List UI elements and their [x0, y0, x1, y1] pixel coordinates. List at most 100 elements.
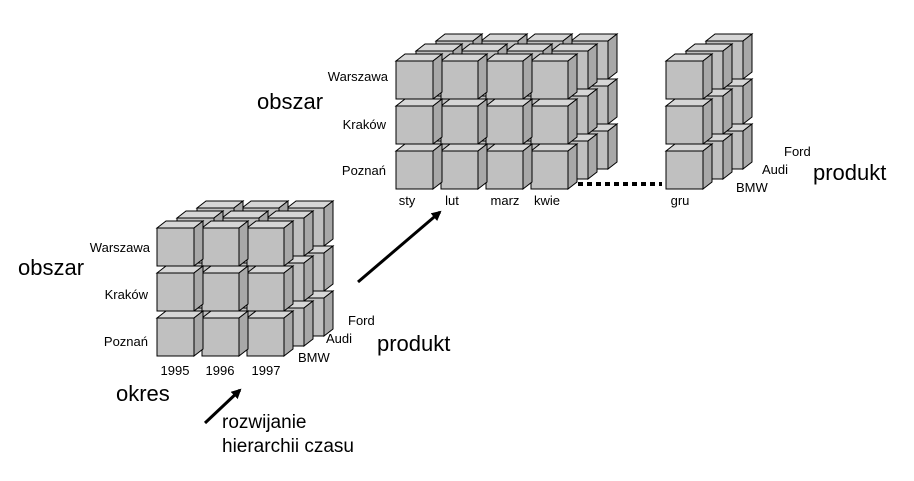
- drilldown-caption-line2: hierarchii czasu: [222, 436, 354, 457]
- cube-side: [323, 289, 334, 338]
- small-product-audi: Audi: [326, 331, 352, 346]
- cube-face: [156, 272, 195, 312]
- cube-side: [238, 219, 249, 268]
- cube-side: [432, 142, 443, 191]
- cube-face: [395, 60, 434, 100]
- cube-side: [607, 122, 618, 171]
- cube-side: [303, 299, 314, 348]
- cube-face: [246, 272, 285, 312]
- large-product-audi: Audi: [762, 162, 788, 177]
- small-product-title: produkt: [377, 331, 450, 356]
- cube-side: [432, 97, 443, 146]
- cube-side: [477, 142, 488, 191]
- cube-side: [607, 32, 618, 81]
- large-month-lut: lut: [445, 193, 459, 208]
- cube-side: [303, 254, 314, 303]
- large-region-title: obszar: [257, 89, 323, 114]
- small-region-title: obszar: [18, 255, 84, 280]
- cube-face: [440, 105, 479, 145]
- small-cube: [155, 264, 205, 313]
- large-cube: [529, 142, 579, 191]
- small-region-poznan: Poznań: [104, 334, 148, 349]
- large-month-marz: marz: [491, 193, 520, 208]
- cube-blocks: [155, 32, 754, 358]
- small-cube: [200, 219, 250, 268]
- cube-face: [485, 105, 524, 145]
- small-year-1997: 1997: [252, 363, 281, 378]
- large-cube: [394, 142, 444, 191]
- cube-face: [395, 150, 434, 190]
- cube-side: [607, 77, 618, 126]
- cube-side: [567, 52, 578, 101]
- cube-face: [246, 227, 285, 267]
- cube-side: [742, 77, 753, 126]
- cube-side: [323, 244, 334, 293]
- cube-side: [477, 52, 488, 101]
- large-month-sty: sty: [399, 193, 416, 208]
- large-gru-cube: [664, 97, 714, 146]
- cube-side: [477, 97, 488, 146]
- small-cube: [245, 219, 295, 268]
- cube-side: [283, 219, 294, 268]
- time-hierarchy-arrow: [203, 388, 242, 425]
- small-product-ford: Ford: [348, 313, 375, 328]
- cube-side: [303, 209, 314, 258]
- cube-face: [395, 105, 434, 145]
- cube-side: [283, 309, 294, 358]
- small-cube: [245, 309, 295, 358]
- cube-face: [246, 317, 285, 357]
- large-cube: [439, 142, 489, 191]
- drilldown-caption-line1: rozwijanie: [222, 412, 306, 433]
- cube-face: [156, 317, 195, 357]
- cube-side: [702, 97, 713, 146]
- small-region-warszawa: Warszawa: [90, 240, 151, 255]
- large-month-gru: gru: [671, 193, 690, 208]
- cube-side: [567, 97, 578, 146]
- large-region-krakow: Kraków: [343, 117, 387, 132]
- large-cube: [484, 142, 534, 191]
- cube-side: [722, 42, 733, 91]
- cube-face: [530, 60, 569, 100]
- large-product-title: produkt: [813, 160, 886, 185]
- cube-side: [432, 52, 443, 101]
- cube-side: [722, 132, 733, 181]
- cube-side: [193, 264, 204, 313]
- cube-side: [238, 264, 249, 313]
- cube-side: [522, 97, 533, 146]
- drilldown-arrow: [357, 210, 442, 284]
- cube-side: [702, 52, 713, 101]
- cube-side: [193, 309, 204, 358]
- cube-side: [323, 199, 334, 248]
- large-cube: [439, 52, 489, 101]
- cube-side: [522, 52, 533, 101]
- cube-face: [201, 227, 240, 267]
- cube-side: [722, 87, 733, 136]
- small-cube: [245, 264, 295, 313]
- cube-face: [665, 105, 704, 145]
- cube-side: [567, 142, 578, 191]
- cube-face: [440, 60, 479, 100]
- cube-face: [485, 150, 524, 190]
- large-cube: [484, 52, 534, 101]
- large-cube: [529, 97, 579, 146]
- cube-side: [587, 87, 598, 136]
- cube-face: [156, 227, 195, 267]
- cube-side: [587, 42, 598, 91]
- small-region-krakow: Kraków: [105, 287, 149, 302]
- large-cube: [439, 97, 489, 146]
- cube-face: [485, 60, 524, 100]
- cube-side: [587, 132, 598, 181]
- large-cube: [394, 52, 444, 101]
- large-cube: [529, 52, 579, 101]
- large-gru-cube: [664, 142, 714, 191]
- small-time-title: okres: [116, 381, 170, 406]
- large-cube: [394, 97, 444, 146]
- cube-side: [238, 309, 249, 358]
- cube-face: [201, 272, 240, 312]
- small-cube: [200, 264, 250, 313]
- cube-side: [742, 32, 753, 81]
- cube-face: [665, 60, 704, 100]
- cube-side: [193, 219, 204, 268]
- cube-face: [440, 150, 479, 190]
- large-gru-cube: [664, 52, 714, 101]
